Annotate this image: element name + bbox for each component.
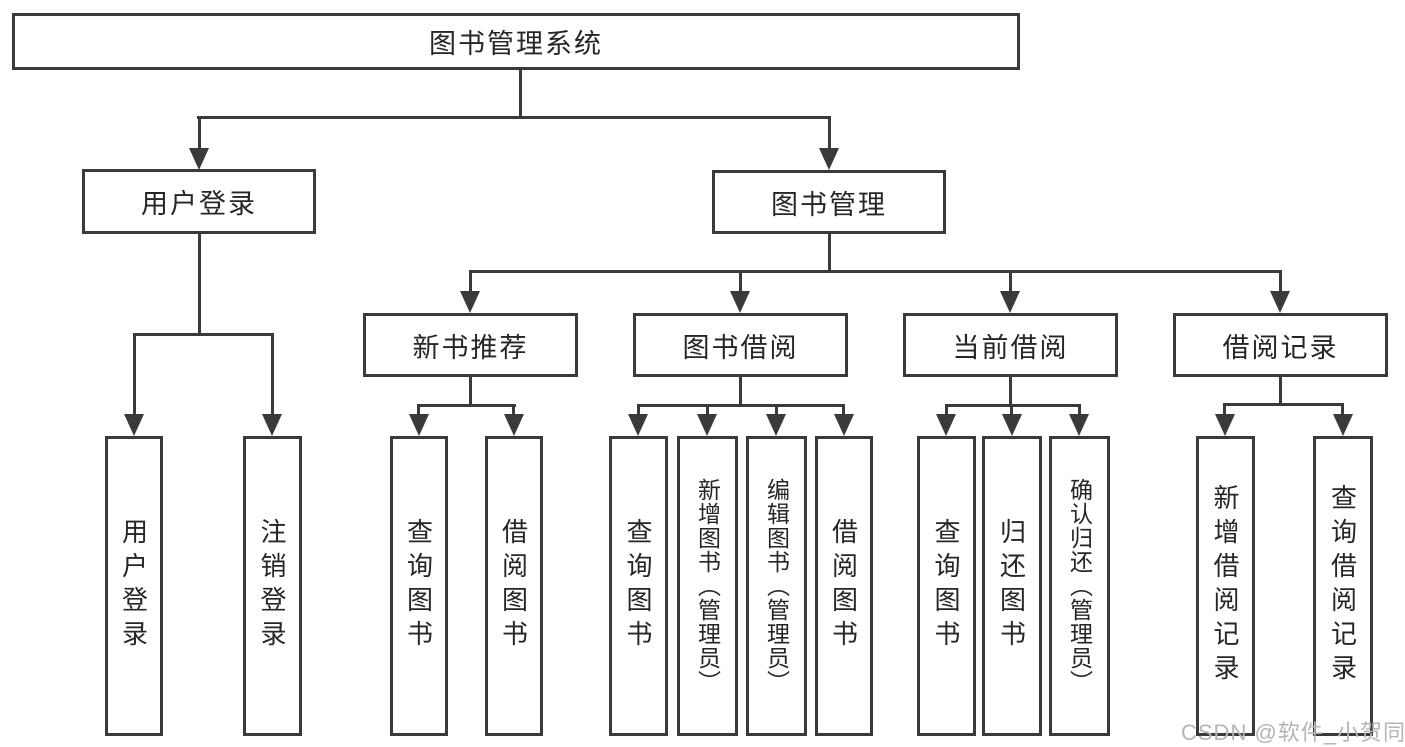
node-leaf-return-books: 归还图书: [982, 436, 1042, 736]
connector-drop: [842, 404, 845, 416]
arrow-down-icon: [124, 414, 144, 436]
node-label: 图书管理: [771, 189, 887, 220]
connector-drop: [1078, 404, 1081, 416]
arrow-down-icon: [766, 414, 786, 436]
connector-root-stem: [519, 70, 522, 118]
node-label: 查询图书: [931, 518, 961, 654]
connector-branch: [945, 404, 1081, 407]
connector-drop: [739, 270, 742, 293]
connector-drop: [512, 404, 515, 416]
connector-drop: [198, 116, 201, 150]
node-leaf-current-query-books: 查询图书: [917, 436, 976, 736]
node-leaf-user-login: 用户登录: [105, 436, 163, 736]
node-leaf-logout: 注销登录: [243, 436, 302, 736]
node-leaf-borrow-query-books: 查询图书: [609, 436, 668, 736]
node-leaf-add-borrow-record: 新增借阅记录: [1196, 436, 1255, 736]
arrow-down-icon: [819, 148, 839, 170]
arrow-down-icon: [697, 414, 717, 436]
node-book-management: 图书管理: [712, 170, 946, 234]
arrow-down-icon: [189, 148, 209, 170]
node-leaf-add-books-admin: 新增图书（管理员）: [677, 436, 738, 736]
arrow-down-icon: [1000, 291, 1020, 313]
node-leaf-borrow-books: 借阅图书: [815, 436, 873, 736]
node-leaf-recommend-borrow-books: 借阅图书: [485, 436, 543, 736]
node-leaf-query-borrow-record: 查询借阅记录: [1313, 436, 1373, 736]
arrow-down-icon: [730, 291, 750, 313]
arrow-down-icon: [1270, 291, 1290, 313]
connector-branch: [637, 404, 845, 407]
node-leaf-edit-books-admin: 编辑图书（管理员）: [746, 436, 807, 736]
connector-stem: [469, 377, 472, 407]
connector-drop: [1010, 404, 1013, 416]
arrow-down-icon: [1333, 414, 1353, 436]
node-borrowing-records: 借阅记录: [1173, 313, 1388, 377]
connector-drop: [706, 404, 709, 416]
arrow-down-icon: [262, 414, 282, 436]
node-label: 注销登录: [257, 518, 287, 654]
connector-branch: [133, 333, 274, 336]
connector-drop: [828, 116, 831, 150]
arrow-down-icon: [460, 291, 480, 313]
node-label: 新书推荐: [412, 332, 529, 363]
arrow-down-icon: [1002, 414, 1022, 436]
node-label: 借阅图书: [828, 518, 859, 654]
connector-stem: [739, 377, 742, 407]
node-root: 图书管理系统: [12, 13, 1020, 70]
arrow-down-icon: [1069, 414, 1089, 436]
node-leaf-recommend-query-books: 查询图书: [390, 436, 448, 736]
connector-branch: [417, 404, 516, 407]
node-label: 新增借阅记录: [1210, 484, 1240, 688]
connector-branch: [1223, 403, 1344, 406]
connector-stem: [198, 234, 201, 336]
connector-stem: [1009, 377, 1012, 407]
node-label: 图书借阅: [682, 332, 799, 363]
connector-branch: [469, 270, 1282, 273]
arrow-down-icon: [1215, 414, 1235, 436]
node-label: 当前借阅: [952, 332, 1069, 363]
arrow-down-icon: [504, 414, 524, 436]
connector-drop: [133, 333, 136, 415]
connector-drop: [271, 333, 274, 415]
connector-drop: [775, 404, 778, 416]
node-label: 借阅记录: [1222, 332, 1339, 363]
arrow-down-icon: [409, 414, 429, 436]
connector-drop: [945, 404, 948, 416]
node-new-book-recommend: 新书推荐: [363, 313, 578, 377]
connector-drop: [1341, 403, 1344, 416]
connector-drop: [637, 404, 640, 416]
node-current-borrowing: 当前借阅: [903, 313, 1118, 377]
node-label: 图书管理系统: [429, 29, 603, 59]
node-label: 新增图书（管理员）: [694, 478, 721, 694]
connector-drop: [1223, 403, 1226, 416]
node-label: 归还图书: [996, 518, 1027, 654]
connector-drop: [469, 270, 472, 293]
node-label: 用户登录: [118, 518, 149, 654]
node-book-borrowing: 图书借阅: [633, 313, 848, 377]
connector-stem: [828, 234, 831, 273]
connector-drop: [417, 404, 420, 416]
node-label: 确认归还（管理员）: [1066, 478, 1093, 694]
node-leaf-confirm-return-admin: 确认归还（管理员）: [1049, 436, 1110, 736]
node-user-login: 用户登录: [82, 169, 316, 234]
node-label: 编辑图书（管理员）: [763, 478, 790, 694]
node-label: 用户登录: [141, 189, 257, 219]
node-label: 查询图书: [403, 518, 434, 654]
connector-root-branch: [197, 116, 831, 119]
node-label: 借阅图书: [498, 518, 529, 654]
arrow-down-icon: [834, 414, 854, 436]
connector-stem: [1279, 377, 1282, 405]
csdn-watermark: CSDN @软件_小贺同学: [1181, 720, 1405, 745]
connector-drop: [1279, 270, 1282, 293]
arrow-down-icon: [628, 414, 648, 436]
node-label: 查询图书: [623, 518, 653, 654]
arrow-down-icon: [936, 414, 956, 436]
node-label: 查询借阅记录: [1327, 484, 1358, 688]
connector-drop: [1009, 270, 1012, 293]
